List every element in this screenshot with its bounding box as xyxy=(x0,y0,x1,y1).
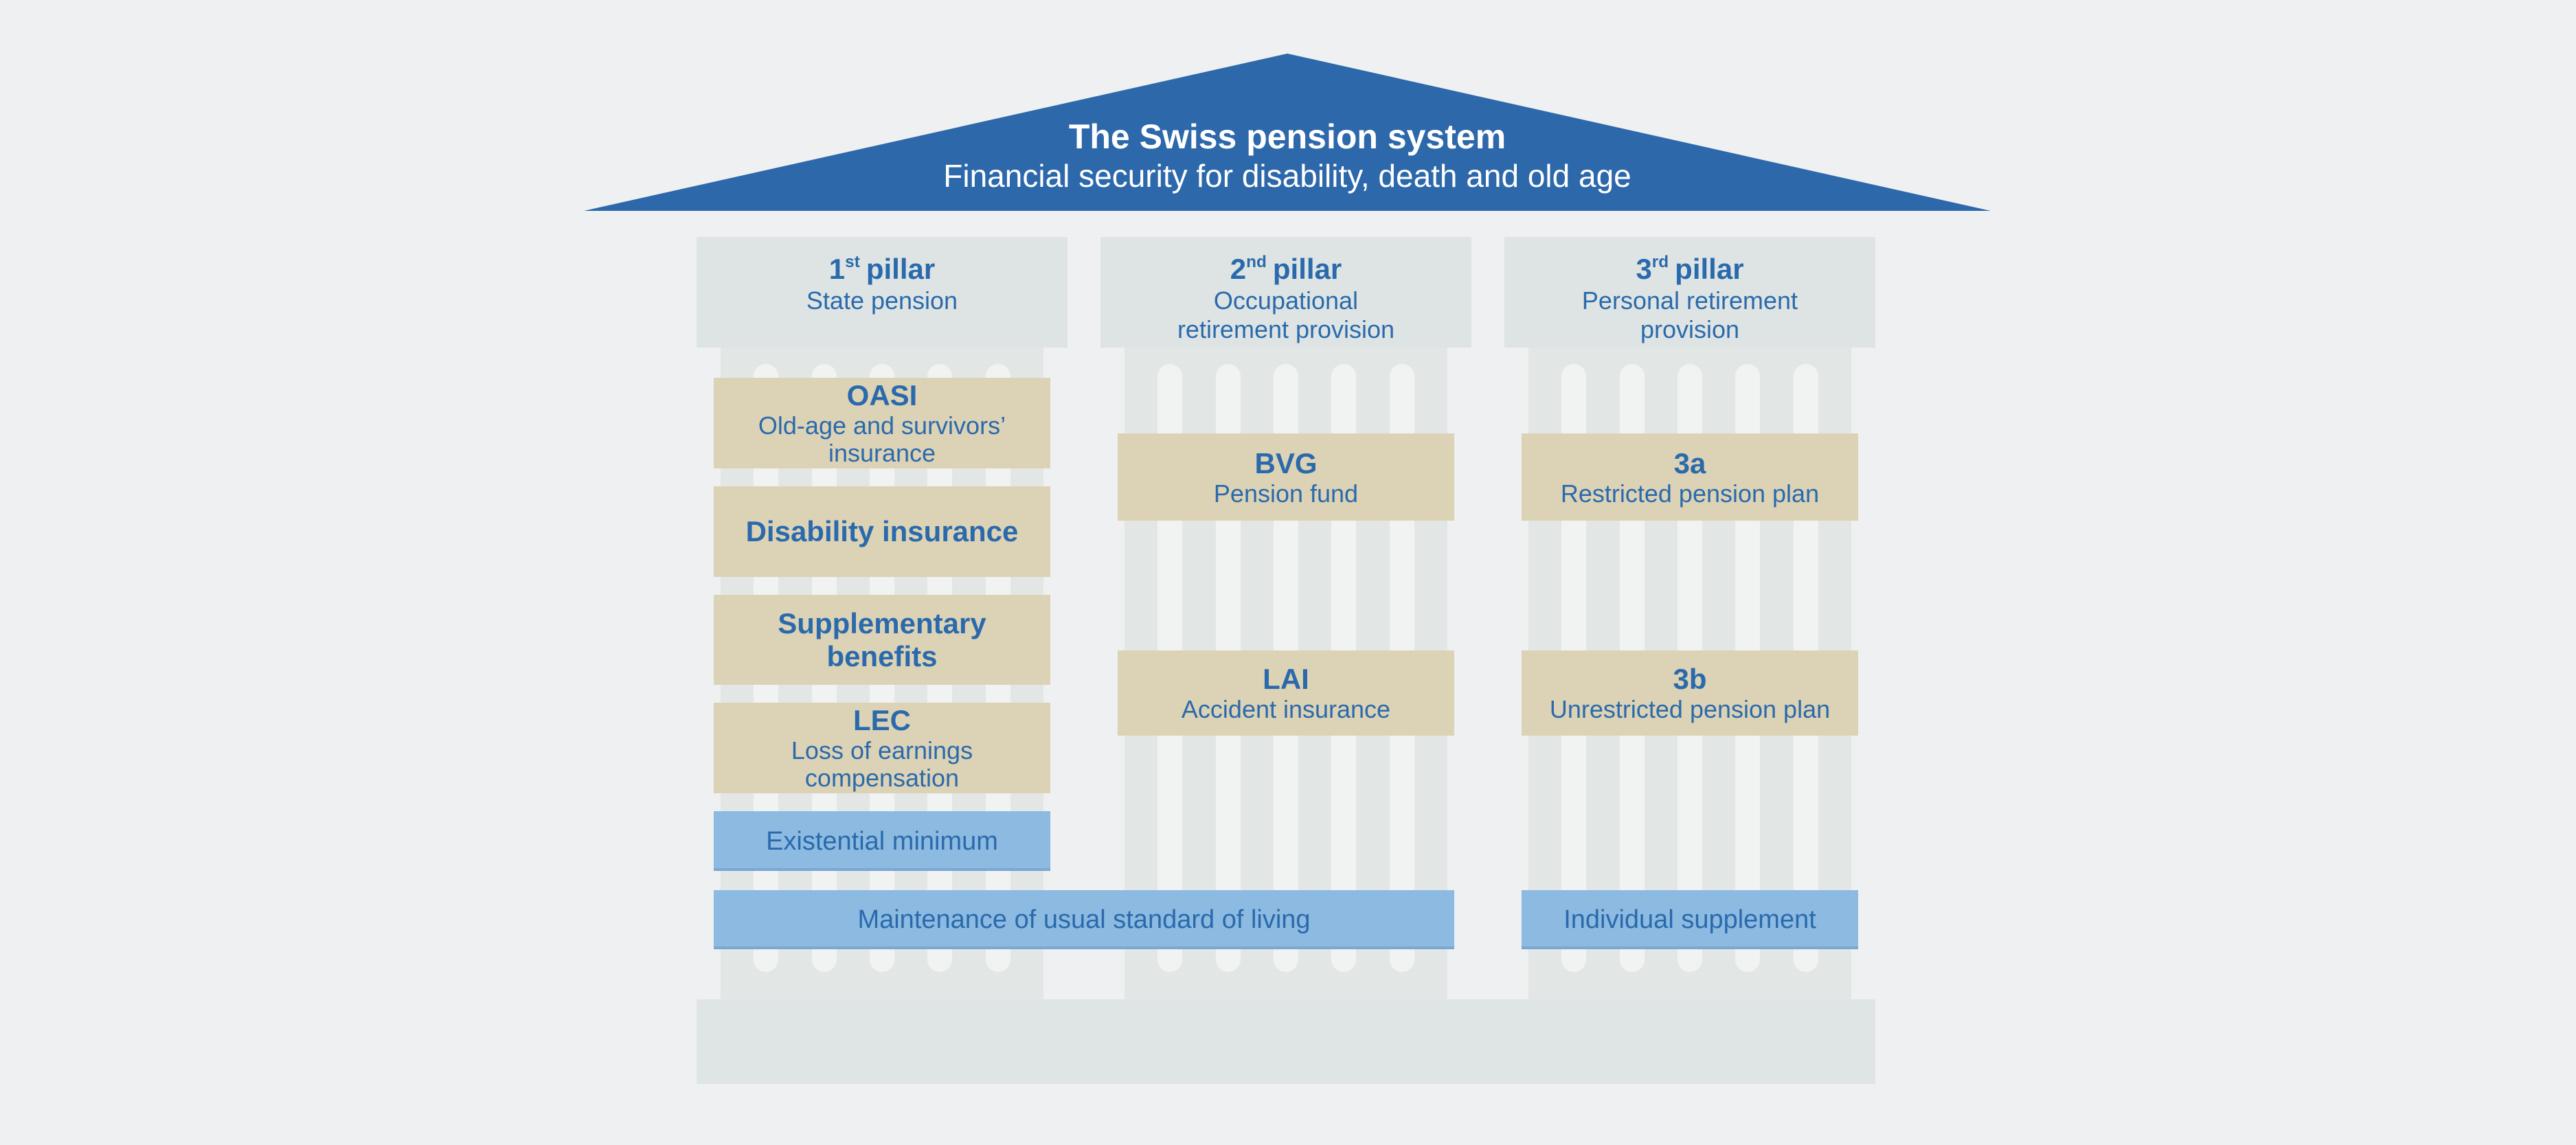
band-existential-minimum-label: Existential minimum xyxy=(766,826,998,856)
box-3b: 3b Unrestricted pension plan xyxy=(1522,650,1858,736)
pillar-1-subtitle: State pension xyxy=(806,286,958,315)
box-lai: LAI Accident insurance xyxy=(1118,650,1454,736)
band-individual-supplement-label: Individual supplement xyxy=(1563,905,1816,934)
ordinal-superscript: st xyxy=(845,253,860,271)
box-bvg: BVG Pension fund xyxy=(1118,433,1454,521)
band-individual-supplement: Individual supplement xyxy=(1522,890,1858,949)
box-oasi-title: OASI xyxy=(846,379,918,411)
box-supplementary-benefits: Supplementary benefits xyxy=(714,595,1050,685)
box-lec-title: LEC xyxy=(853,704,911,736)
band-maintenance: Maintenance of usual standard of living xyxy=(714,890,1454,949)
box-lec: LEC Loss of earnings compensation xyxy=(714,703,1050,793)
box-oasi: OASI Old-age and survivors’ insurance xyxy=(714,378,1050,468)
box-supplementary-title: Supplementary benefits xyxy=(778,606,986,672)
band-existential-minimum: Existential minimum xyxy=(714,811,1050,871)
pillar-2-subtitle: Occupational retirement provision xyxy=(1177,286,1395,343)
box-3a: 3a Restricted pension plan xyxy=(1522,433,1858,521)
temple-base xyxy=(697,999,1875,1084)
box-disability-title: Disability insurance xyxy=(745,515,1019,547)
box-3b-title: 3b xyxy=(1673,663,1707,695)
box-bvg-subtitle: Pension fund xyxy=(1213,479,1359,508)
box-lai-title: LAI xyxy=(1263,663,1309,695)
band-maintenance-label: Maintenance of usual standard of living xyxy=(857,905,1311,934)
box-lai-subtitle: Accident insurance xyxy=(1181,695,1391,723)
box-lec-subtitle: Loss of earnings compensation xyxy=(791,736,973,792)
ordinal-superscript: rd xyxy=(1651,253,1669,271)
box-disability-insurance: Disability insurance xyxy=(714,486,1050,577)
pillar-3-subtitle: Personal retirement provision xyxy=(1581,286,1798,343)
roof-subtitle: Financial security for disability, death… xyxy=(943,158,1631,194)
box-3a-subtitle: Restricted pension plan xyxy=(1560,479,1820,508)
box-3b-subtitle: Unrestricted pension plan xyxy=(1549,695,1831,723)
ordinal-superscript: nd xyxy=(1246,253,1267,271)
box-oasi-subtitle: Old-age and survivors’ insurance xyxy=(758,411,1006,467)
roof-title: The Swiss pension system xyxy=(1068,117,1506,156)
box-3a-title: 3a xyxy=(1673,446,1706,479)
box-bvg-title: BVG xyxy=(1254,446,1318,479)
roof-text: The Swiss pension system Financial secur… xyxy=(584,117,1991,195)
